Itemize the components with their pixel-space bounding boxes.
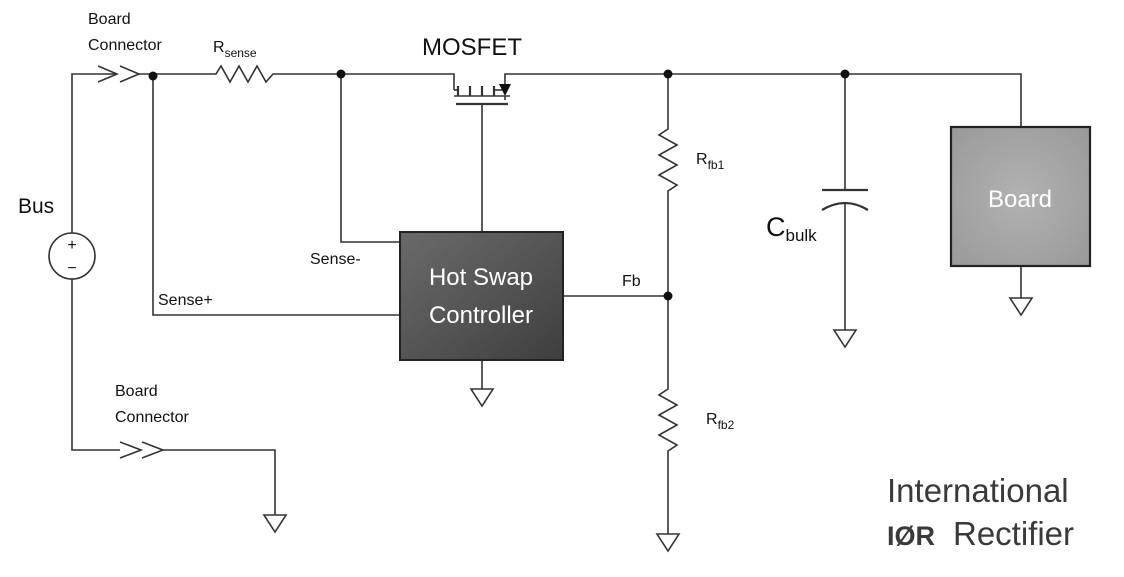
board-connector-bottom-line2: Connector	[115, 409, 189, 426]
board-box	[949, 125, 1092, 268]
board-label: Board	[988, 186, 1052, 213]
cbulk-label: Cbulk	[766, 212, 817, 245]
ground-icon-controller	[469, 388, 495, 408]
rfb1-resistor	[657, 125, 679, 195]
source-plus: +	[67, 237, 76, 254]
connector-bottom-chevron-1	[119, 441, 144, 459]
wire-rsense-to-mosfet	[285, 73, 455, 90]
controller-label-line2: Controller	[429, 302, 533, 329]
wire-mosfet-to-rail	[504, 73, 1022, 127]
sense-plus-label: Sense+	[158, 292, 213, 309]
ground-icon-cbulk	[832, 329, 858, 349]
logo-mark: IØR	[887, 521, 935, 551]
fb-label: Fb	[622, 273, 641, 290]
board-connector-top-line1: Board	[88, 11, 131, 28]
sense-minus-label: Sense-	[310, 251, 361, 268]
bus-voltage-source: + −	[48, 232, 96, 280]
hot-swap-controller-block: Hot Swap Controller	[399, 231, 564, 361]
labels: Board Connector Rsense MOSFET Bus Sense-…	[18, 11, 817, 432]
logo-line2: Rectifier	[953, 515, 1074, 552]
ground-icon-rfb2	[655, 533, 681, 553]
board-connector-top-line2: Connector	[88, 37, 162, 54]
wire-bottom-right	[163, 449, 276, 515]
junction-rfb	[663, 69, 673, 79]
rfb1-label: Rfb1	[696, 151, 725, 172]
mosfet-label: MOSFET	[422, 34, 522, 61]
source-minus: −	[67, 260, 76, 277]
junction-sense-minus	[336, 69, 346, 79]
rsense-label: Rsense	[213, 39, 257, 60]
wire-bus-top	[71, 73, 117, 233]
junction-cbulk	[840, 69, 850, 79]
junction-sense-plus	[148, 71, 158, 81]
ground-icon-connector	[262, 514, 288, 534]
wire-sense-plus	[152, 76, 400, 316]
connector-bottom-chevron-2	[141, 441, 166, 459]
grounds	[262, 297, 1034, 553]
source-circle-icon	[48, 232, 96, 280]
controller-box	[399, 231, 564, 361]
connector-top-chevron-2	[119, 65, 142, 83]
logo-line1: International	[887, 472, 1069, 509]
mosfet-symbol	[454, 84, 511, 106]
junctions	[148, 69, 850, 301]
rfb2-resistor	[657, 384, 679, 455]
international-rectifier-logo: International IØR Rectifier	[887, 472, 1074, 552]
junction-fb	[663, 291, 673, 301]
rfb2-label: Rfb2	[706, 411, 735, 432]
ground-icon-board	[1008, 297, 1034, 317]
rsense-resistor	[209, 64, 285, 84]
controller-label-line1: Hot Swap	[429, 264, 533, 291]
wire-sense-minus	[340, 74, 400, 243]
bus-label: Bus	[18, 195, 54, 218]
wire-bus-bottom	[71, 279, 120, 451]
connector-top-chevron-1	[97, 65, 120, 83]
board-connector-bottom-line1: Board	[115, 383, 158, 400]
wires	[71, 64, 1022, 534]
board-block: Board	[949, 125, 1092, 268]
mosfet-arrow-icon	[499, 84, 511, 96]
